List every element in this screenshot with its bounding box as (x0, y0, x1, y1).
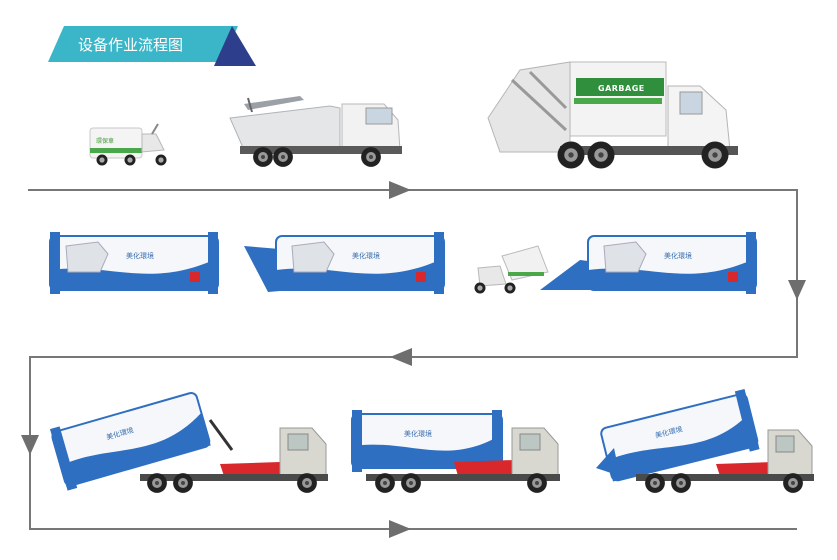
arrow-down-icon (788, 280, 806, 300)
arrow-right-icon (389, 181, 411, 199)
banner-teal-shape (48, 26, 238, 62)
hooklift-truck-lifting-container-icon: 美化環境 (49, 392, 328, 493)
tricycle-dumping-into-container-icon: 美化環境 (474, 232, 757, 294)
flow-arrows (21, 181, 806, 538)
compression-container-open-icon: 美化環境 (244, 232, 445, 294)
flow-line (28, 189, 798, 530)
flow-path (28, 189, 798, 530)
rear-loader-compactor-truck-icon: GARBAGE (487, 61, 738, 169)
title-banner: 设备作业流程图 (48, 26, 256, 66)
hooklift-truck-dumping-icon: 美化環境 (596, 388, 814, 493)
arrow-right-icon (389, 520, 411, 538)
compression-container-closed-icon: 美化環境 (49, 232, 219, 294)
hooklift-truck-transport-icon: 美化環境 (351, 410, 560, 493)
tricycle-label: 環保車 (96, 137, 114, 145)
arrow-down-icon (21, 435, 39, 455)
arrow-left-icon (390, 348, 412, 366)
garbage-label: GARBAGE (598, 84, 645, 93)
container-label: 美化環境 (352, 251, 380, 260)
container-label: 美化環境 (404, 429, 432, 438)
container-label: 美化環境 (664, 251, 692, 260)
side-loader-truck-icon (229, 96, 402, 167)
container-label: 美化環境 (126, 251, 154, 260)
page-title: 设备作业流程图 (78, 36, 183, 54)
garbage-tricycle-icon: 環保車 (89, 123, 167, 166)
banner-navy-triangle (214, 26, 256, 66)
